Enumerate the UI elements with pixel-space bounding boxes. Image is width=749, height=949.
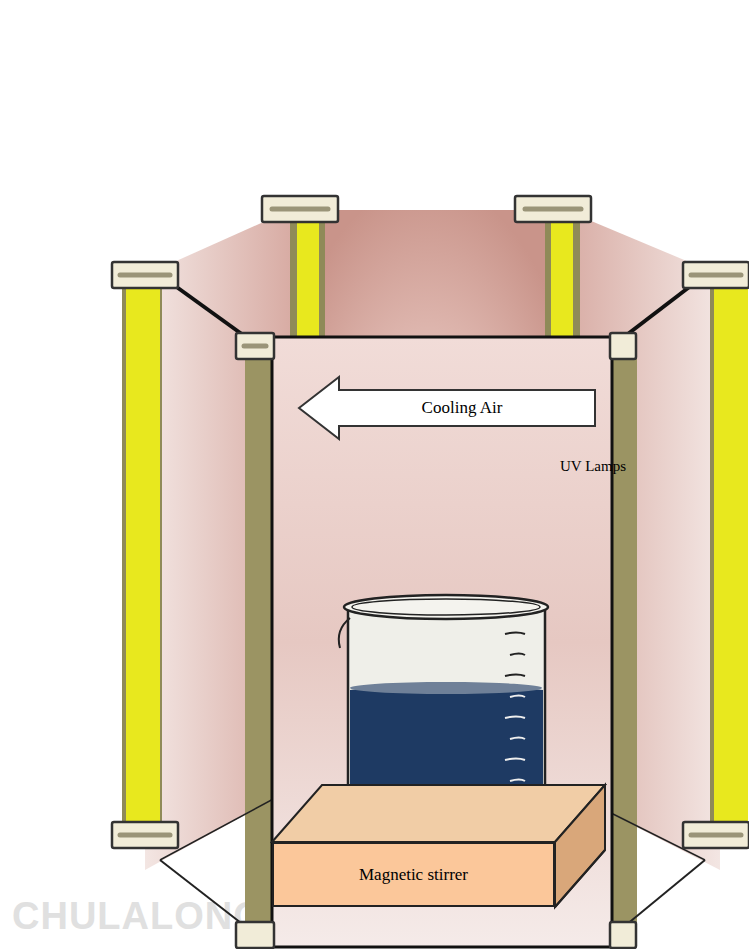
node-text: Cooling Air <box>422 398 503 418</box>
stirrer-box: Magnetic stirrer <box>272 842 555 907</box>
lamp-label: UV Lamps <box>560 458 626 475</box>
node-text: Magnetic stirrer <box>359 865 468 885</box>
airflow-arrow: Cooling Air <box>297 375 597 441</box>
